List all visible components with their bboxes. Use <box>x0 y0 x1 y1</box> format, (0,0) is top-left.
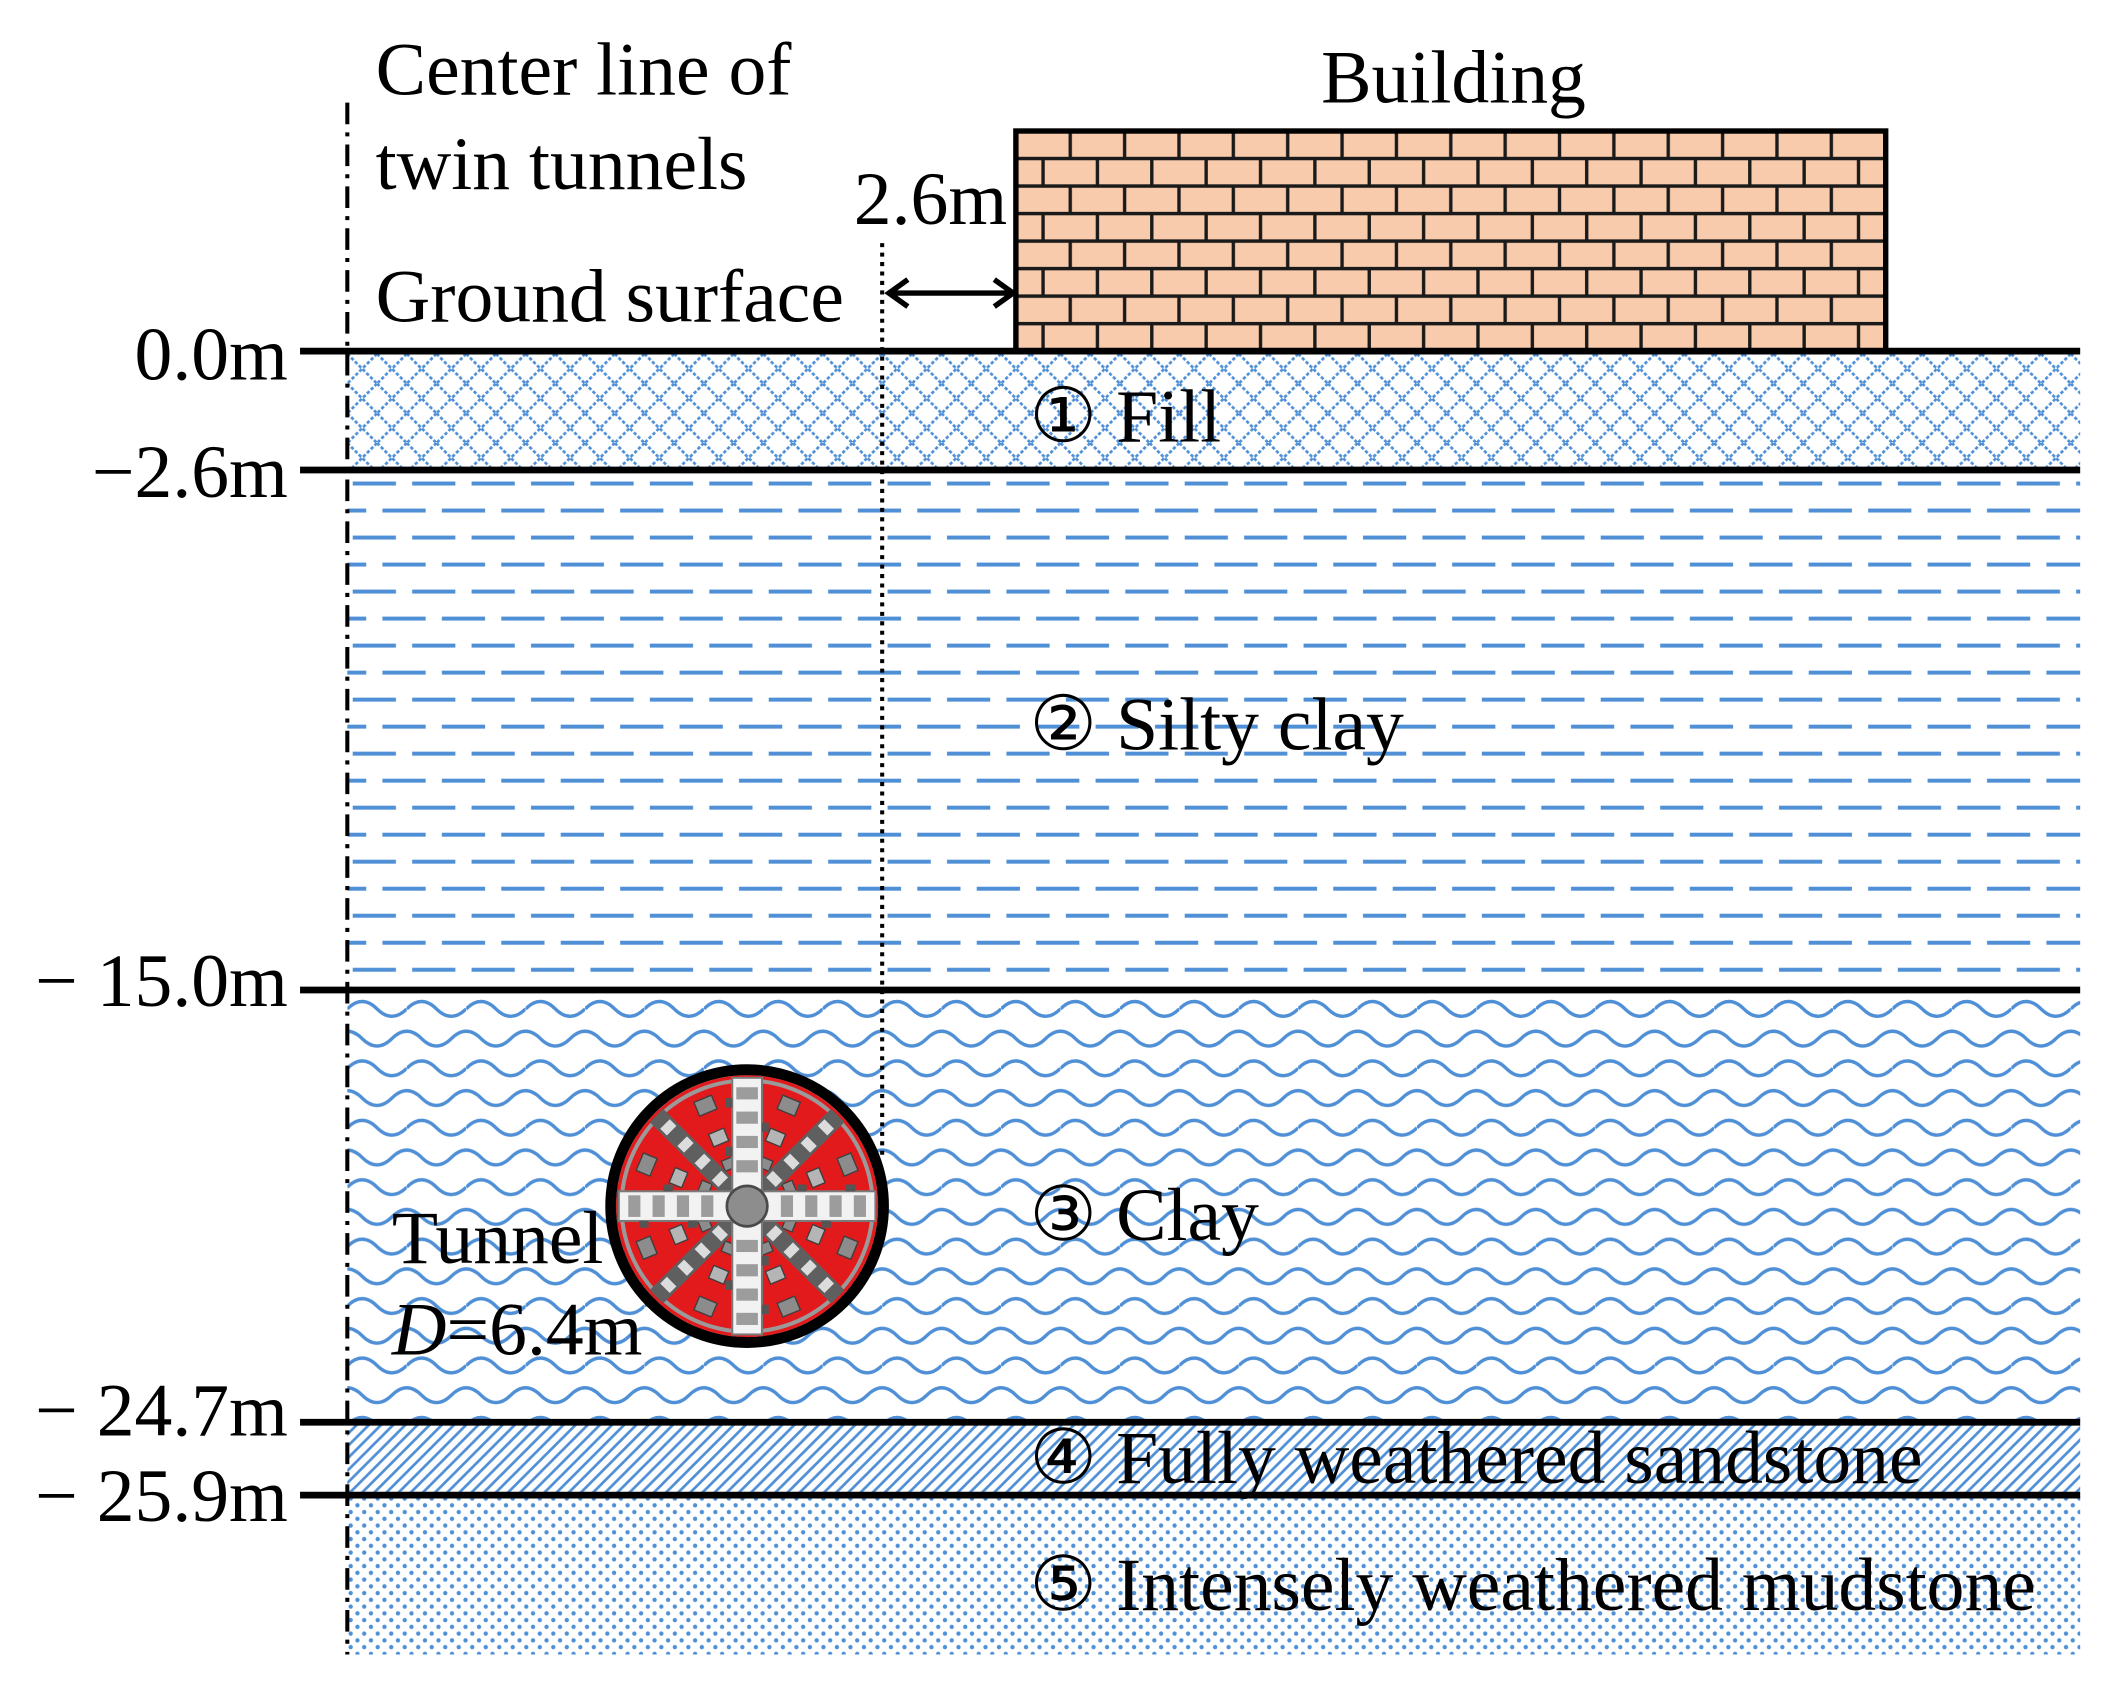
center-line-label-line2: twin tunnels <box>376 123 748 206</box>
layer-silty-clay <box>347 470 2081 991</box>
layer-label-silty-clay: ② Silty clay <box>1029 684 1404 767</box>
center-line-label-line1: Center line of <box>376 29 793 112</box>
layer-label-fill: ① Fill <box>1029 376 1221 459</box>
building-offset-label: 2.6m <box>854 158 1007 241</box>
depth-label-ground: 0.0m <box>135 314 288 397</box>
building-label: Building <box>1321 37 1586 120</box>
cutterhead-spoke <box>724 1076 770 1191</box>
cutterhead-spoke <box>762 1183 877 1229</box>
building-offset-arrow <box>884 277 1018 309</box>
layer-fully-weathered-sandstone <box>347 1422 2081 1496</box>
cutterhead-spoke <box>724 1221 770 1336</box>
depth-label-fill-base: −2.6m <box>92 431 288 514</box>
layer-label-clay: ③ Clay <box>1029 1174 1259 1257</box>
building <box>1013 128 1889 354</box>
layer-label-intensely-weathered-mudstone: ⑤ Intensely weathered mudstone <box>1029 1544 2036 1627</box>
cutterhead-hub <box>725 1184 769 1228</box>
ground-surface-label: Ground surface <box>376 255 844 338</box>
tunnel-label: Tunnel <box>392 1197 604 1280</box>
tunnel-diameter-symbol: D <box>391 1289 447 1372</box>
cutterhead-spoke <box>617 1183 732 1229</box>
depth-label-sandstone-base: − 25.9m <box>35 1455 288 1538</box>
layer-intensely-weathered-mudstone <box>347 1495 2081 1655</box>
layer-label-fully-weathered-sandstone: ④ Fully weathered sandstone <box>1029 1417 1922 1500</box>
tunnel-cross-section <box>605 1064 889 1348</box>
tunnel-lining-ring <box>605 1064 889 1348</box>
depth-label-silty-clay-base: − 15.0m <box>35 940 288 1023</box>
depth-label-clay-base: − 24.7m <box>35 1370 288 1453</box>
tunnel-diameter-value: =6.4m <box>447 1289 643 1372</box>
tunnel-diameter-label: D=6.4m <box>391 1289 643 1372</box>
layer-fill <box>347 353 2081 471</box>
